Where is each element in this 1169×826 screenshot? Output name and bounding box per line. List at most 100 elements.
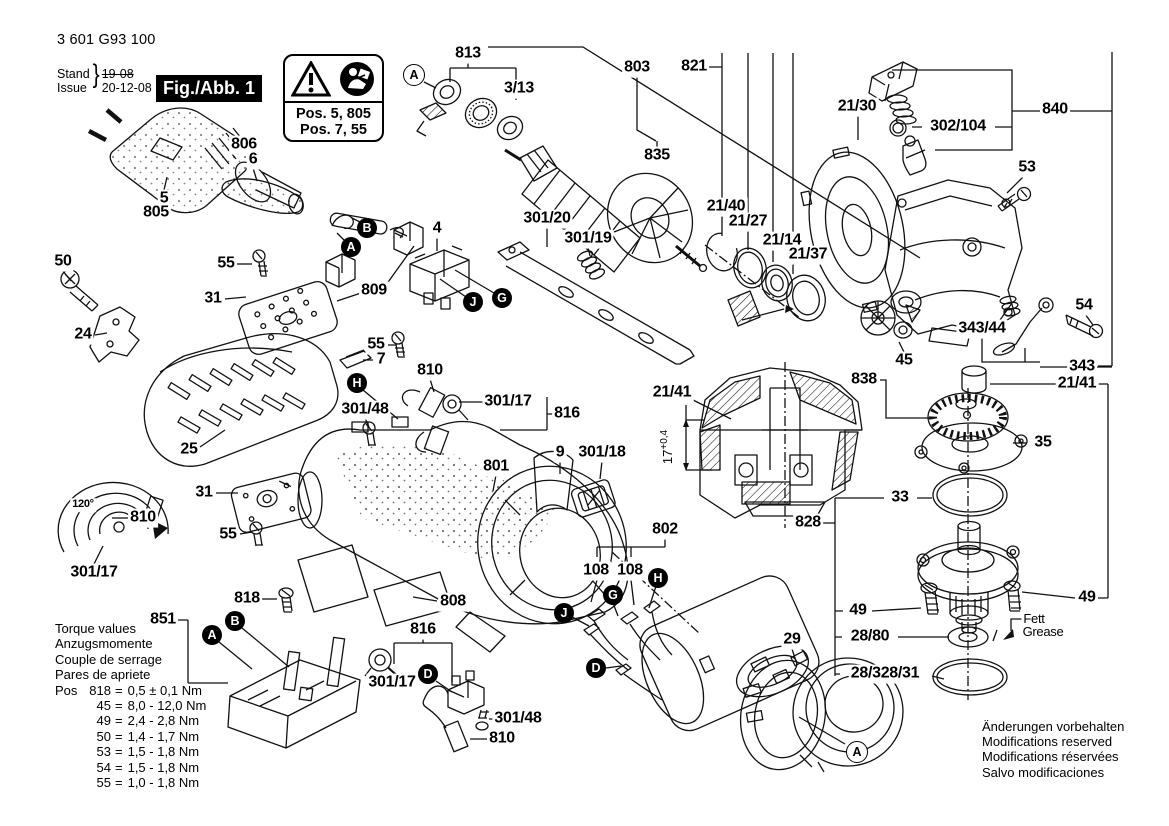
part-label-838: 838	[849, 370, 879, 390]
part-label-808: 808	[438, 592, 468, 612]
detail-marker-H: H	[347, 373, 367, 393]
part-label-21-30: 21/30	[835, 97, 879, 117]
warning-icons	[285, 56, 382, 103]
detail-marker-D: D	[586, 658, 606, 678]
part-label-813: 813	[453, 44, 483, 64]
stator-drawing	[583, 575, 820, 732]
torque-row-45: 45=8,0 - 12,0 Nm	[96, 698, 207, 714]
screw-53-drawing	[997, 186, 1032, 212]
part-label-21-27: 21/27	[726, 212, 770, 232]
torque-title-line: Torque values	[55, 621, 136, 636]
nameplate-drawing	[297, 544, 453, 627]
part-label-302-104: 302/104	[928, 117, 988, 137]
power-plug-drawing	[87, 107, 302, 214]
warning-box: Pos. 5, 805 Pos. 7, 55	[283, 54, 384, 142]
issue-label: Issue	[57, 80, 87, 95]
part-label-851: 851	[148, 610, 178, 630]
part-label-840: 840	[1040, 100, 1070, 120]
part-label-108: 108	[615, 561, 645, 581]
modification-note-line: Änderungen vorbehalten	[982, 719, 1125, 734]
parts-artwork	[57, 61, 1104, 773]
screw-49-right-drawing	[1003, 580, 1021, 612]
detail-marker-A: A	[341, 237, 361, 257]
motor-housing-drawing	[297, 416, 629, 653]
new-issue-date: 20-12-08	[101, 80, 152, 95]
switch-drawing	[409, 245, 470, 310]
part-label-55: 55	[215, 254, 237, 274]
document-part-number: 3 601 G93 100	[57, 32, 156, 48]
part-label-301-17: 301/17	[68, 563, 120, 583]
part-label-301-17: 301/17	[366, 673, 418, 693]
modification-note-line: Modifications réservées	[982, 749, 1119, 765]
part-label-301-20: 301/20	[521, 209, 573, 229]
screw-54-drawing	[1065, 314, 1104, 339]
part-label-301-19: 301/19	[562, 229, 614, 249]
detail-marker-B: B	[357, 218, 377, 238]
part-label-810: 810	[487, 729, 517, 749]
detail-marker-H: H	[648, 568, 668, 588]
part-label-Fett: Fett	[1021, 611, 1047, 627]
part-label-301-48: 301/48	[492, 709, 544, 729]
modification-note-line: Modifications reserved	[982, 734, 1113, 750]
brush-holder-drawing	[325, 221, 424, 288]
part-label-4: 4	[430, 219, 444, 239]
bearing-stack-drawing	[706, 232, 826, 327]
spindle-gear-drawing	[914, 365, 1028, 517]
support-bar-drawing	[497, 241, 695, 365]
part-label-21-40: 21/40	[704, 197, 748, 217]
cover-31-lower-drawing	[230, 472, 312, 533]
lock-lever-drawing	[992, 295, 1054, 356]
part-label-801: 801	[481, 457, 511, 477]
base-plate-drawing	[227, 636, 361, 749]
part-label-9: 9	[553, 443, 567, 463]
brace-glyph: }	[92, 60, 100, 89]
detail-marker-A: A	[846, 741, 868, 763]
mid-brush-group-drawing	[362, 386, 469, 456]
washer-oring-drawing	[932, 626, 1008, 696]
detail-marker-G: G	[492, 288, 512, 308]
cover-31-upper-drawing	[238, 281, 338, 355]
part-label-55: 55	[217, 525, 239, 545]
part-label-3-13: 3/13	[502, 79, 536, 99]
armature-drawing	[416, 78, 708, 273]
part-label-6: 6	[246, 150, 260, 170]
small-screws-drawing	[249, 249, 405, 613]
part-label-816: 816	[552, 404, 582, 424]
warning-pos-line: Pos. 7, 55	[300, 121, 367, 138]
spring-301-19-drawing	[576, 250, 606, 280]
warning-triangle-icon	[291, 60, 332, 96]
part-label-818: 818	[232, 589, 262, 609]
detail-marker-G: G	[603, 585, 623, 605]
pinion-drawing	[860, 300, 921, 339]
cross-section-drawing	[699, 367, 863, 519]
part-label-803: 803	[622, 58, 652, 78]
part-label-810: 810	[128, 508, 158, 528]
part-label-301-48: 301/48	[339, 400, 391, 420]
torque-row-50: 50=1,4 - 1,7 Nm	[96, 728, 200, 744]
part-label-806: 806	[229, 135, 259, 155]
old-issue-date: 19-08	[101, 67, 134, 81]
torque-row-49: 49=2,4 - 2,8 Nm	[96, 713, 200, 729]
part-label-28-328-31: 28/328/31	[848, 664, 922, 684]
dimension-label: 17+0,4	[658, 427, 676, 467]
spindle-lock-drawing	[868, 61, 927, 176]
detail-marker-J: J	[463, 292, 483, 312]
part-label-55: 55	[365, 335, 387, 355]
part-label-45: 45	[893, 351, 915, 371]
part-label-24: 24	[72, 325, 94, 345]
part-label-28-80: 28/80	[848, 627, 892, 647]
part-label-49: 49	[1076, 588, 1098, 608]
detail-marker-A: A	[403, 64, 425, 86]
part-label-50: 50	[52, 252, 74, 272]
part-label-21-41: 21/41	[1055, 374, 1099, 394]
part-label-33: 33	[889, 488, 911, 508]
bracket-24-drawing	[60, 269, 140, 363]
warning-pos-line: Pos. 5, 805	[296, 105, 371, 122]
part-label-810: 810	[415, 361, 445, 381]
part-label-7: 7	[374, 350, 388, 370]
torque-title-line: Couple de serrage	[55, 651, 162, 667]
